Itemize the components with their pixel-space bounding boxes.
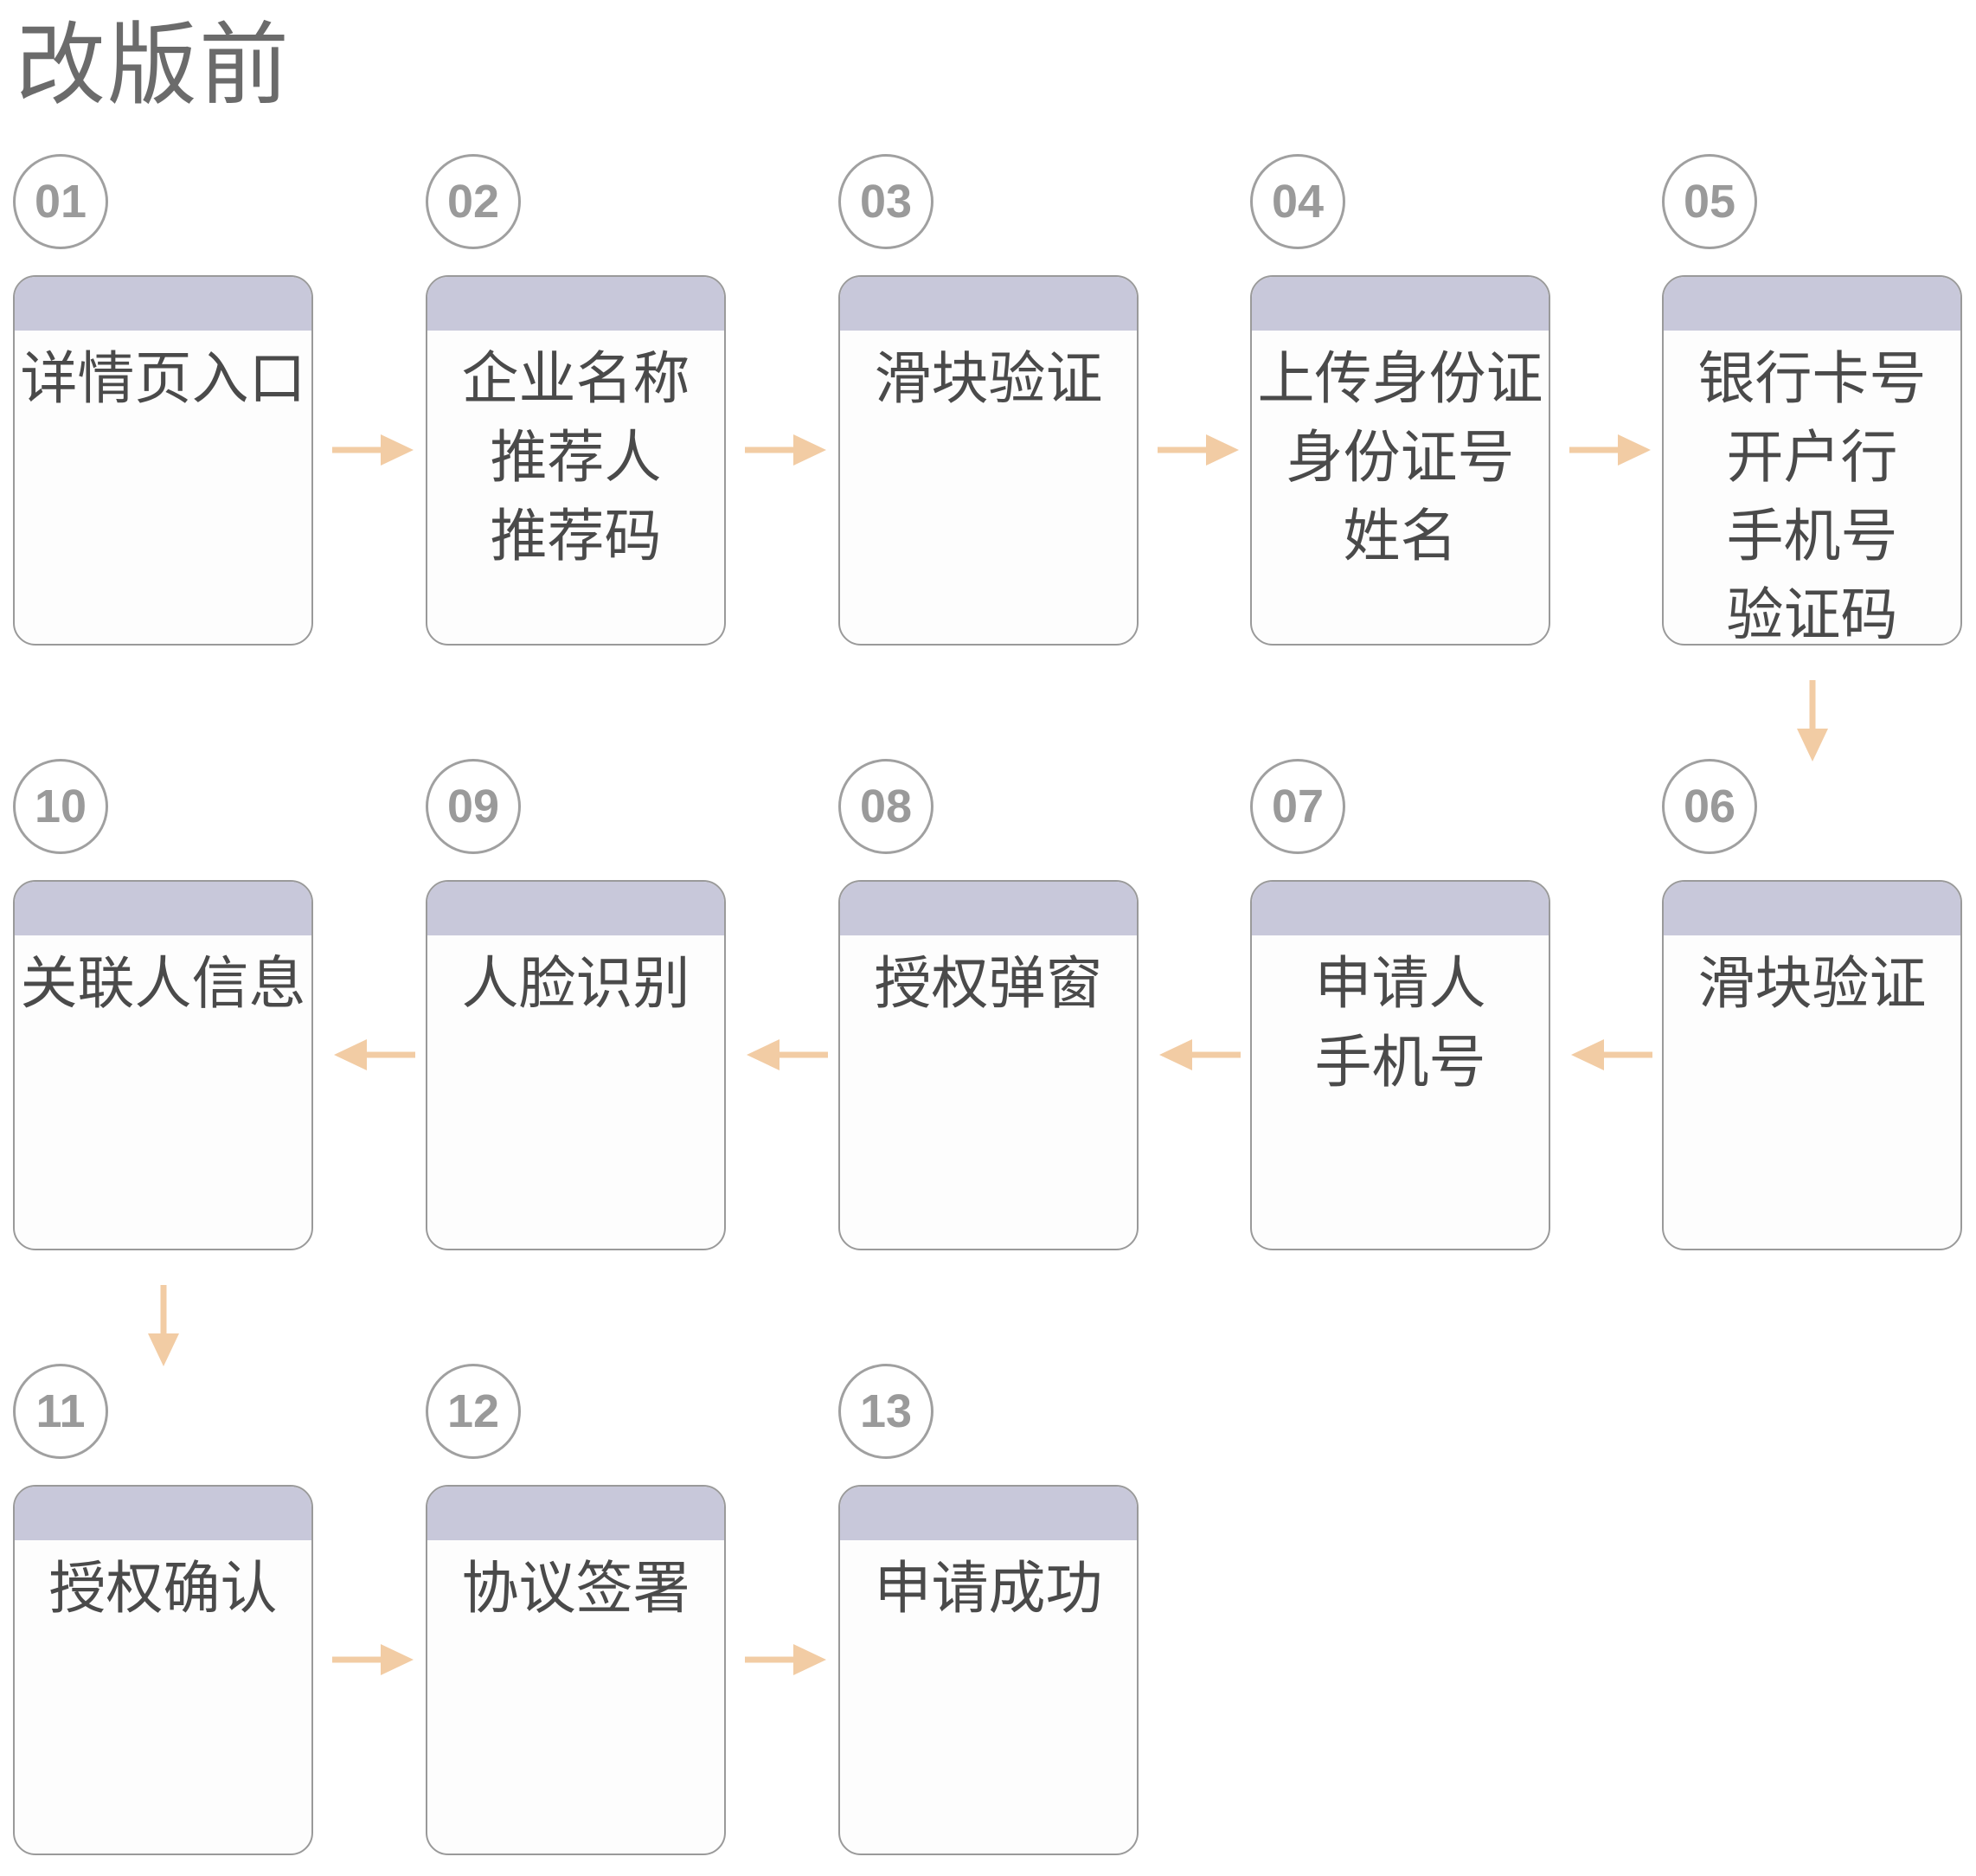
step-card: 申请人手机号 <box>1250 880 1550 1250</box>
step-number-badge: 05 <box>1662 154 1757 249</box>
step-label: 企业名称 <box>461 345 690 412</box>
step-label: 开户行 <box>1726 424 1898 491</box>
step-label: 详情页入口 <box>20 345 306 412</box>
step-card: 协议签署 <box>426 1485 726 1855</box>
card-body: 关联人信息 <box>15 935 311 1023</box>
card-header-bar <box>427 277 724 331</box>
step-label: 滑块验证 <box>874 345 1103 412</box>
step-label: 上传身份证 <box>1257 345 1543 412</box>
arrow-left-icon <box>334 1039 415 1070</box>
arrow-left-icon <box>1571 1039 1652 1070</box>
card-body: 企业名称推荐人推荐码 <box>427 331 724 575</box>
step-label: 申请人 <box>1314 950 1486 1017</box>
step-label: 协议签署 <box>461 1555 690 1622</box>
arrow-left-icon <box>1159 1039 1241 1070</box>
card-body: 上传身份证身份证号姓名 <box>1252 331 1549 575</box>
card-body: 申请成功 <box>840 1540 1137 1628</box>
card-header-bar <box>427 882 724 935</box>
step-label: 推荐码 <box>490 503 662 569</box>
step-card: 滑块验证 <box>1662 880 1962 1250</box>
arrow-right-icon <box>332 1644 414 1675</box>
arrow-right-icon <box>745 434 826 466</box>
card-header-bar <box>15 277 311 331</box>
card-body: 人脸识别 <box>427 935 724 1023</box>
step-number-badge: 04 <box>1250 154 1345 249</box>
step-label: 验证码 <box>1726 581 1898 646</box>
card-header-bar <box>15 1487 311 1540</box>
step-card: 上传身份证身份证号姓名 <box>1250 275 1550 646</box>
card-body: 授权确认 <box>15 1540 311 1628</box>
card-header-bar <box>1664 277 1960 331</box>
step-card: 人脸识别 <box>426 880 726 1250</box>
card-header-bar <box>1252 277 1549 331</box>
step-number-badge: 03 <box>838 154 933 249</box>
step-number-badge: 12 <box>426 1364 521 1459</box>
card-header-bar <box>1664 882 1960 935</box>
step-number-badge: 09 <box>426 759 521 854</box>
arrow-right-icon <box>1158 434 1239 466</box>
step-label: 授权弹窗 <box>874 950 1103 1017</box>
card-body: 申请人手机号 <box>1252 935 1549 1102</box>
card-header-bar <box>840 277 1137 331</box>
card-header-bar <box>427 1487 724 1540</box>
step-label: 授权确认 <box>48 1555 278 1622</box>
arrow-left-icon <box>747 1039 828 1070</box>
step-number-badge: 01 <box>13 154 108 249</box>
card-body: 协议签署 <box>427 1540 724 1628</box>
step-label: 手机号 <box>1726 503 1898 569</box>
arrow-right-icon <box>1569 434 1651 466</box>
card-body: 滑块验证 <box>840 331 1137 418</box>
step-number-badge: 11 <box>13 1364 108 1459</box>
step-number-badge: 08 <box>838 759 933 854</box>
card-header-bar <box>15 882 311 935</box>
card-header-bar <box>1252 882 1549 935</box>
arrow-right-icon <box>332 434 414 466</box>
step-card: 详情页入口 <box>13 275 313 646</box>
step-label: 申请成功 <box>874 1555 1103 1622</box>
step-card: 企业名称推荐人推荐码 <box>426 275 726 646</box>
step-label: 银行卡号 <box>1697 345 1927 412</box>
step-number-badge: 13 <box>838 1364 933 1459</box>
step-label: 身份证号 <box>1286 424 1515 491</box>
card-body: 银行卡号开户行手机号验证码 <box>1664 331 1960 646</box>
step-label: 人脸识别 <box>461 950 690 1017</box>
card-body: 授权弹窗 <box>840 935 1137 1023</box>
arrow-down-icon <box>148 1285 179 1366</box>
arrow-down-icon <box>1797 680 1828 761</box>
step-card: 授权确认 <box>13 1485 313 1855</box>
step-number-badge: 10 <box>13 759 108 854</box>
step-label: 推荐人 <box>490 424 662 491</box>
step-card: 授权弹窗 <box>838 880 1139 1250</box>
arrow-right-icon <box>745 1644 826 1675</box>
step-number-badge: 07 <box>1250 759 1345 854</box>
card-header-bar <box>840 1487 1137 1540</box>
step-card: 申请成功 <box>838 1485 1139 1855</box>
step-number-badge: 06 <box>1662 759 1757 854</box>
card-header-bar <box>840 882 1137 935</box>
step-card: 银行卡号开户行手机号验证码 <box>1662 275 1962 646</box>
card-body: 滑块验证 <box>1664 935 1960 1023</box>
step-label: 姓名 <box>1343 503 1458 569</box>
step-label: 手机号 <box>1314 1029 1486 1095</box>
step-label: 关联人信息 <box>20 950 306 1017</box>
page-title: 改版前 <box>16 12 292 118</box>
card-body: 详情页入口 <box>15 331 311 418</box>
step-card: 关联人信息 <box>13 880 313 1250</box>
step-label: 滑块验证 <box>1697 950 1927 1017</box>
step-number-badge: 02 <box>426 154 521 249</box>
step-card: 滑块验证 <box>838 275 1139 646</box>
